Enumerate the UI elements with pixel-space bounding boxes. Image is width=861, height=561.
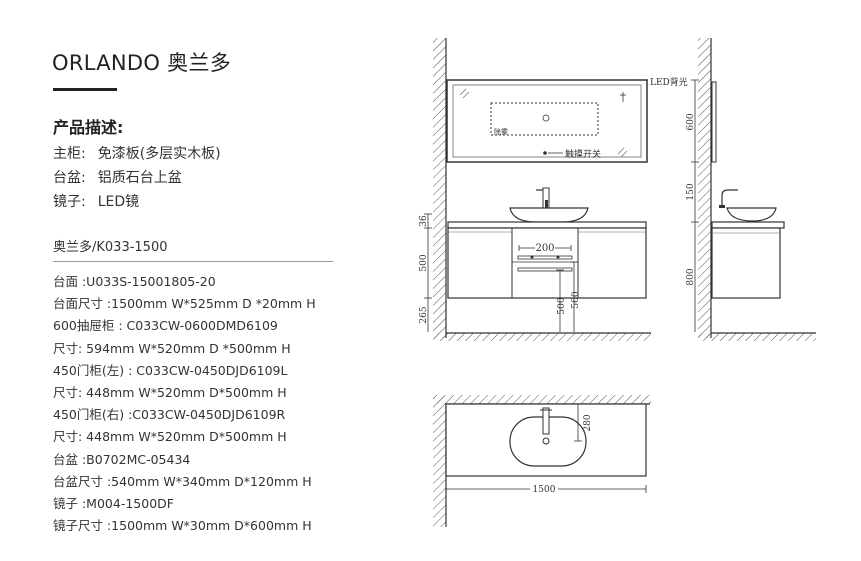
faucet-side [721, 189, 738, 207]
spec-line: 600抽屉柜 : C033CW-0600DMD6109 [53, 318, 278, 334]
mirror [446, 79, 648, 163]
wall-hatch [433, 397, 446, 527]
basin [509, 187, 589, 223]
divider [53, 261, 333, 262]
defog-label: 除雾 [494, 127, 508, 136]
brand-title: ORLANDO 奥兰多 [52, 51, 232, 75]
spec-line: 尺寸: 448mm W*520mm D*500mm H [53, 385, 287, 401]
spec-line: 镜子尺寸 :1500mm W*30mm D*600mm H [53, 518, 312, 534]
spec-line: 台面 :U033S-15001805-20 [53, 274, 216, 289]
spec-list: 台面 :U033S-15001805-20 台面尺寸 :1500mm W*525… [53, 271, 316, 537]
description-heading: 产品描述: [53, 118, 124, 137]
dim-1500: 1500 [533, 485, 556, 495]
top-view: 280 1500 [433, 395, 651, 527]
dim-150: 150 [686, 183, 696, 200]
dim-500: 500 [419, 254, 429, 271]
front-elevation: LED背光 除雾 触摸开关 20 [419, 38, 688, 341]
description-label: 主柜: [53, 146, 86, 162]
description-value: LED镜 [97, 194, 140, 210]
title-underline [53, 88, 117, 91]
spec-line: 台面尺寸 :1500mm W*525mm D *20mm H [53, 296, 316, 312]
description-label: 台盆: [53, 170, 86, 186]
side-elevation: 600 150 800 [686, 38, 816, 341]
spec-line: 台盆尺寸 :540mm W*340mm D*120mm H [53, 473, 312, 489]
led-backlight-label: LED背光 [650, 76, 688, 88]
description-row-mirror: 镜子: LED镜 [53, 191, 139, 211]
model-number: 奥兰多/K033-1500 [53, 240, 168, 255]
wall-hatch [433, 38, 446, 338]
spec-line: 450门柜(右) :C033CW-0450DJD6109R [53, 407, 286, 423]
spec-line: 台盆 :B0702MC-05434 [53, 451, 191, 467]
wall-hatch [698, 38, 711, 338]
touch-switch-label: 触摸开关 [565, 148, 601, 160]
spec-line: 镜子 :M004-1500DF [53, 496, 174, 512]
spec-line: 尺寸: 594mm W*520mm D *500mm H [53, 340, 291, 356]
floor-hatch [698, 333, 816, 341]
mirror-side [711, 81, 717, 163]
description-value: 免漆板(多层实木板) [97, 146, 221, 162]
dim-265: 265 [419, 306, 429, 323]
dim-36: 36 [419, 215, 429, 227]
cabinet-side [711, 227, 781, 299]
dim-500-inner: 500 [557, 297, 567, 314]
spec-line: 450门柜(左) : C033CW-0450DJD6109L [53, 362, 288, 378]
floor-hatch [433, 333, 651, 341]
wall-hatch-top [433, 395, 651, 404]
countertop [447, 221, 647, 229]
description-row-basin: 台盆: 铝质石台上盆 [53, 167, 182, 187]
dim-280: 280 [583, 414, 593, 431]
dim-800: 800 [686, 268, 696, 285]
description-value: 铝质石台上盆 [97, 170, 182, 186]
dim-200: 200 [535, 243, 554, 254]
spec-line: 尺寸: 448mm W*520mm D*500mm H [53, 429, 287, 445]
dim-600: 600 [686, 113, 696, 130]
basin-side [726, 207, 777, 222]
description-row-cabinet: 主柜: 免漆板(多层实木板) [53, 143, 221, 163]
cabinet-front [447, 227, 647, 299]
description-label: 镜子: [53, 194, 86, 210]
dim-560: 560 [571, 291, 581, 308]
